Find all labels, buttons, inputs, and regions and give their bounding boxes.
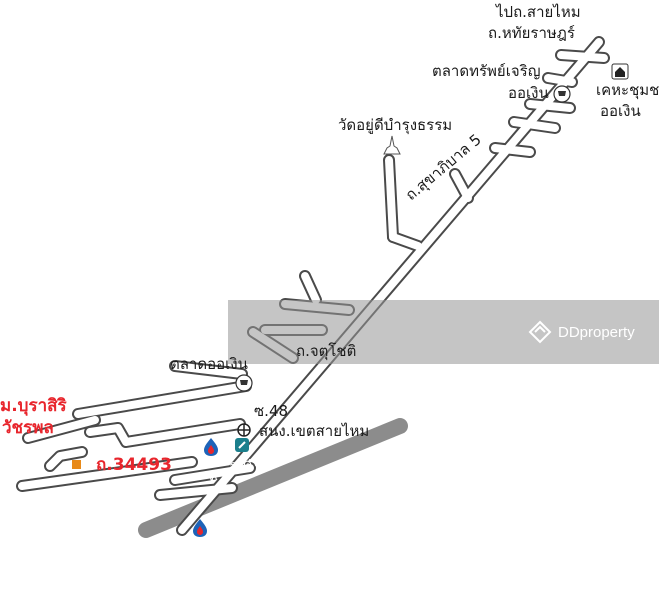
road-fill xyxy=(18,38,608,534)
label-chatuchot-road: ถ.จตุโชติ xyxy=(296,342,357,360)
label-soi-48: ซ.48 xyxy=(254,402,289,420)
label-project-road: ถ.34493 xyxy=(96,455,172,475)
watermark-text: DDproperty xyxy=(558,324,635,341)
label-temple: วัดอยู่ดีบำรุงธรรม xyxy=(338,116,453,134)
label-middle-market: ตลาดออเงิน xyxy=(170,355,248,373)
label-hathairat-road: ถ.หทัยราษฎร์ xyxy=(488,24,575,42)
office-icon xyxy=(235,438,249,452)
project-marker-icon xyxy=(72,460,81,469)
ddproperty-logo-icon xyxy=(528,320,552,344)
watermark-band xyxy=(228,300,659,364)
office-icon xyxy=(237,423,251,437)
label-to-saimai: ไปถ.สายไหม xyxy=(496,3,581,21)
expressway-band xyxy=(138,418,408,538)
label-district-office: สนง.เขตสายไหม xyxy=(259,422,370,440)
label-top-market: ตลาดทรัพย์เจริญ xyxy=(432,62,541,80)
label-community-2: ออเงิน xyxy=(600,102,641,120)
temple-icon xyxy=(383,135,401,155)
label-project-name-2: วัชรพล xyxy=(2,418,54,438)
home-icon xyxy=(611,63,629,80)
fuel-station-icon xyxy=(193,519,207,537)
cart-icon xyxy=(235,374,253,392)
cart-icon xyxy=(553,85,571,103)
fuel-station-icon xyxy=(204,438,218,456)
label-community: เคหะชุมชน xyxy=(596,81,659,99)
label-project-name: ม.บุราสิริ xyxy=(0,396,67,416)
label-top-market-2: ออเงิน xyxy=(508,84,549,102)
